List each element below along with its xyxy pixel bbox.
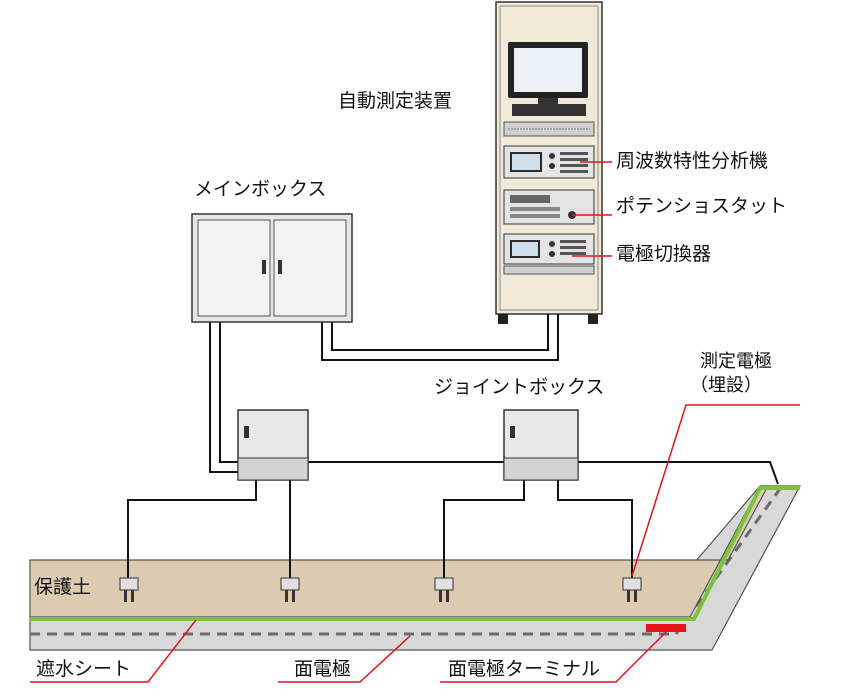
cables (127, 314, 779, 578)
junction-box-left (237, 409, 309, 481)
electrode-switcher (503, 233, 595, 275)
label-fra: 周波数特性分析機 (616, 150, 769, 172)
label-measure-electrode: 測定電極 (700, 351, 772, 372)
label-switcher: 電極切換器 (616, 243, 712, 265)
label-waterproof-sheet: 遮水シート (36, 658, 132, 680)
electrode-3 (434, 577, 454, 602)
surface-electrode-terminal (646, 624, 686, 632)
label-auto-measure: 自動測定装置 (338, 90, 453, 112)
measuring-electrodes (119, 577, 642, 602)
main-box (191, 213, 353, 323)
label-measure-electrode-buried: （埋設） (690, 375, 762, 396)
label-soil: 保護土 (34, 576, 92, 598)
label-potentiostat: ポテンショスタット (616, 195, 788, 217)
electrode-4 (622, 577, 642, 602)
fra-instrument (503, 145, 595, 179)
label-main-box: メインボックス (194, 178, 327, 200)
label-surface-terminal: 面電極ターミナル (448, 658, 601, 680)
soil-layer (29, 485, 770, 618)
ground-layers (29, 485, 802, 651)
electrode-1 (119, 577, 139, 602)
label-surface-electrode: 面電極 (294, 658, 352, 680)
surface-electrode-dash (30, 485, 784, 636)
electrode-2 (280, 577, 300, 602)
waterproof-sheet (30, 486, 800, 621)
measurement-cabinet (495, 1, 612, 324)
label-joint-box: ジョイントボックス (434, 376, 605, 398)
leader-lines (30, 404, 800, 683)
monitor (508, 42, 588, 116)
joint-box (503, 409, 579, 481)
potentiostat-instrument (503, 189, 595, 225)
